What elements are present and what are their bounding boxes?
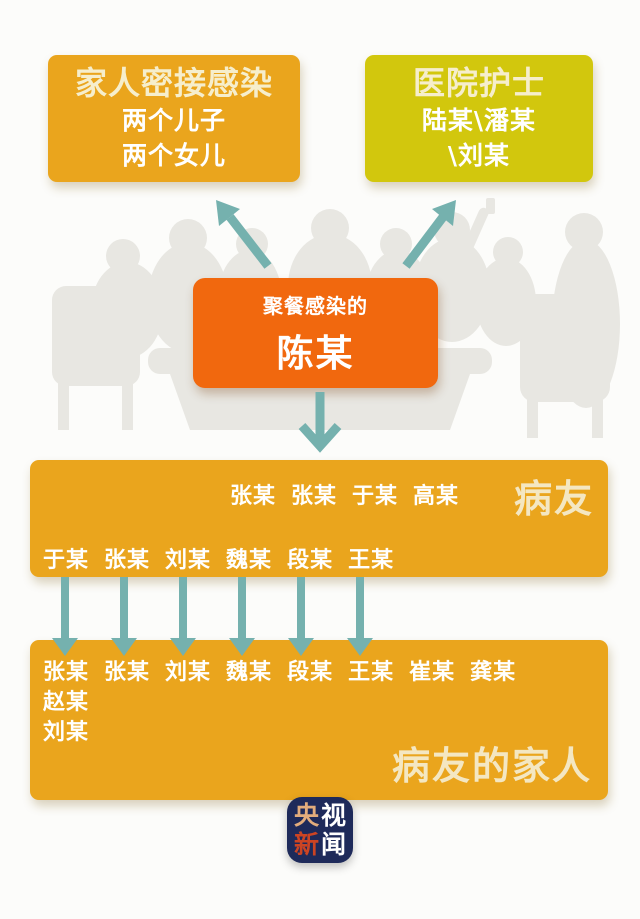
logo-char: 央 xyxy=(293,801,319,830)
patient-name: 高某 xyxy=(413,484,460,509)
family-member-name: 段某 xyxy=(287,660,334,685)
logo-char: 闻 xyxy=(321,830,347,859)
hospital-nurses-box: 医院护士 陆某\潘某 \刘某 xyxy=(365,55,593,182)
logo-char: 新 xyxy=(293,830,319,859)
patient-name: 张某 xyxy=(230,484,277,509)
patients-title: 病友 xyxy=(513,477,594,521)
patient-name: 刘某 xyxy=(165,548,212,573)
families-row-1: 张某 张某 刘某 魏某 段某 王某 崔某 龚某 xyxy=(43,654,516,686)
patient-name: 段某 xyxy=(287,548,334,573)
patient-name: 张某 xyxy=(291,484,338,509)
nurse-names-line: \刘某 xyxy=(447,140,511,170)
family-infection-box: 家人密接感染 两个儿子 两个女儿 xyxy=(48,55,300,182)
cctv-news-logo: 央 视 新 闻 xyxy=(287,797,353,863)
patients-row-1: 张某 张某 于某 高某 xyxy=(230,478,459,510)
patient-families-title: 病友的家人 xyxy=(391,744,592,788)
family-member-name: 王某 xyxy=(348,660,395,685)
source-case-box: 聚餐感染的 陈某 xyxy=(193,278,438,388)
family-member-name: 刘某 xyxy=(43,720,90,745)
logo-row: 央 视 xyxy=(294,801,346,830)
nurse-names-line: 陆某\潘某 xyxy=(421,105,537,135)
patient-name: 魏某 xyxy=(226,548,273,573)
patient-name: 王某 xyxy=(348,548,395,573)
family-line: 两个儿子 xyxy=(121,105,226,135)
patient-families-box: 张某 张某 刘某 魏某 段某 王某 崔某 龚某 赵某 刘某 病友的家人 xyxy=(30,640,608,800)
family-member-name: 魏某 xyxy=(226,660,273,685)
family-infection-title: 家人密接感染 xyxy=(74,64,273,102)
source-case-name: 陈某 xyxy=(276,331,355,375)
patients-box: 病友 张某 张某 于某 高某 于某 张某 刘某 魏某 段某 王某 xyxy=(30,460,608,577)
family-member-name: 赵某 xyxy=(43,690,90,715)
family-member-name: 龚某 xyxy=(470,660,517,685)
patient-name: 张某 xyxy=(104,548,151,573)
logo-row: 新 闻 xyxy=(294,830,346,859)
hospital-nurses-title: 医院护士 xyxy=(412,64,545,102)
patient-name: 于某 xyxy=(352,484,399,509)
family-member-name: 崔某 xyxy=(409,660,456,685)
family-line: 两个女儿 xyxy=(121,140,226,170)
family-member-name: 张某 xyxy=(43,660,90,685)
source-case-subtitle: 聚餐感染的 xyxy=(263,293,368,318)
logo-char: 视 xyxy=(321,801,347,830)
patient-name: 于某 xyxy=(43,548,90,573)
patients-row-2: 于某 张某 刘某 魏某 段某 王某 xyxy=(43,542,394,574)
family-member-name: 刘某 xyxy=(165,660,212,685)
family-member-name: 张某 xyxy=(104,660,151,685)
